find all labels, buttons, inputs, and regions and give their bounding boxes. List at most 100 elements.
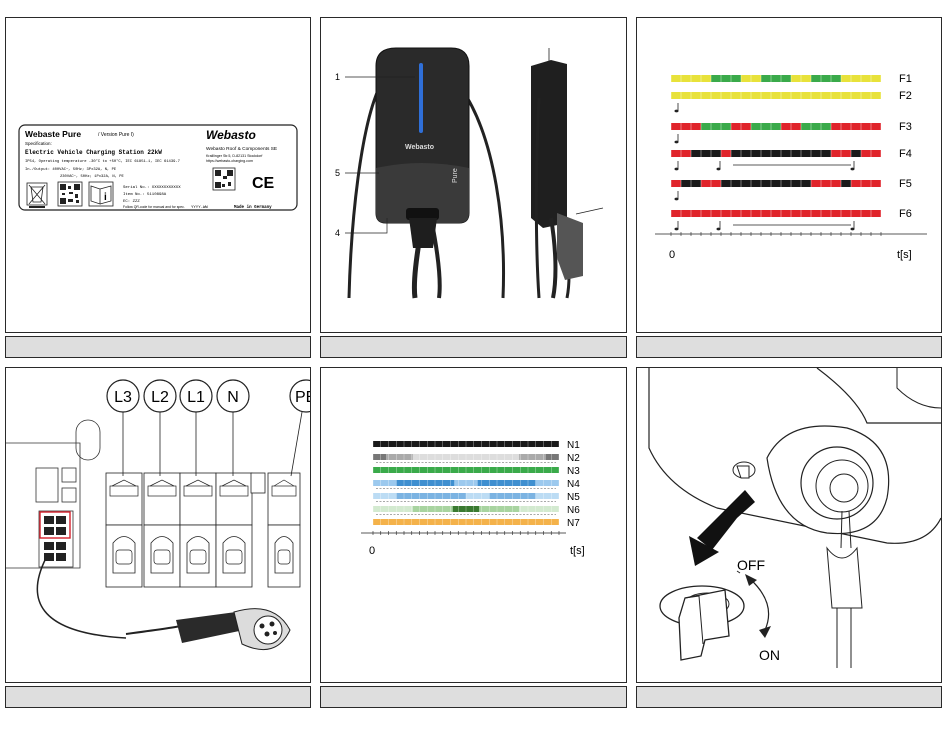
buzzer-note-icon (674, 103, 679, 113)
device-brand: Webasto (405, 144, 434, 151)
status-led-strip (419, 63, 423, 133)
switch-drawing: OFF ON (648, 368, 941, 668)
terminal-label-l2: L2 (143, 379, 177, 413)
label-product: Webaste Pure (25, 129, 81, 139)
row-label-f3: F3 (899, 121, 912, 133)
label-version: / Version Pure I) (98, 132, 134, 138)
label-footer: Follow QR-code for manual and for spec. (123, 205, 185, 209)
led-row-f4 (670, 150, 882, 157)
figure-panel-label-plate: Webaste Pure / Version Pure I) Webasto S… (5, 17, 311, 333)
svg-text:L1: L1 (187, 389, 205, 406)
led-row-f6 (670, 210, 882, 217)
label-title: Electric Vehicle Charging Station 22kW (25, 149, 162, 156)
small-terminal-block (44, 516, 66, 561)
terminal-block (215, 472, 253, 588)
label-company: Webasto Roof & Components SE (206, 146, 277, 152)
net-row-n2 (372, 454, 560, 463)
device-pure-text: Pure (452, 168, 459, 183)
svg-text:i: i (104, 192, 107, 203)
callout-5: 5 (335, 168, 340, 178)
figure-panel-device: Webasto Pure 1 5 4 (320, 17, 627, 333)
label-plate-drawing: Webaste Pure / Version Pure I) Webasto S… (18, 124, 298, 211)
label-brand-logo: Webasto (206, 128, 256, 142)
manual-book-icon: i (88, 181, 114, 207)
terminal-label-l1: L1 (179, 379, 213, 413)
switch-off-label: OFF (737, 557, 765, 573)
led-row-f5 (670, 180, 882, 187)
figure-panel-terminals: L3 L2 L1 N PE (5, 367, 311, 683)
led-row-f2 (670, 92, 882, 99)
caption-bar (636, 336, 942, 358)
buzzer-note-icon (674, 161, 679, 171)
row-label-n5: N5 (567, 492, 580, 503)
net-row-n6 (372, 506, 560, 515)
label-io-line1: In-/Output: 400VAC~, 50Hz; 3Px32A, N, PE (25, 167, 117, 172)
terminal-label-l3: L3 (106, 379, 140, 413)
caption-bar (320, 686, 627, 708)
buzzer-note-icon (850, 221, 855, 231)
callout-1: 1 (335, 72, 340, 82)
direction-arrow-icon (697, 490, 755, 550)
row-label-n2: N2 (567, 453, 580, 464)
svg-text:N: N (227, 389, 239, 406)
axis-origin-label: 0 (369, 545, 375, 557)
buzzer-note-icon (716, 221, 721, 231)
ce-mark: CE (252, 175, 275, 192)
caption-bar (5, 686, 311, 708)
row-label-n3: N3 (567, 466, 580, 477)
svg-text:L3: L3 (114, 389, 132, 406)
figure-panel-led-chart: 0 t[s] F1 F2 F3 F4 F5 F6 (636, 17, 942, 333)
qr-code-icon-right (212, 167, 236, 191)
label-serial: Serial No.: XXXXXXXXXXXX (123, 185, 181, 190)
socket-outlet (766, 425, 890, 668)
row-label-f1: F1 (899, 73, 912, 85)
caption-bar (5, 336, 311, 358)
net-row-n4 (372, 480, 560, 489)
svg-text:PE: PE (295, 389, 310, 406)
caption-bar (636, 686, 942, 708)
buzzer-note-icon (674, 134, 679, 144)
figure-panel-network-chart: 0 t[s] N1 N2 N3 N4 N5 N6 N7 (320, 367, 627, 683)
buzzer-note-icon (674, 191, 679, 201)
axis-xlabel: t[s] (570, 545, 585, 557)
net-row-n3 (372, 467, 560, 473)
label-date: YYYY-WW (191, 206, 208, 210)
led-row-f1 (670, 75, 882, 82)
terminal-block (179, 472, 217, 588)
buzzer-note-icon (850, 161, 855, 171)
terminal-block (105, 472, 143, 588)
net-row-n5 (372, 493, 560, 502)
net-row-n1 (372, 441, 560, 447)
main-terminal-blocks (105, 472, 301, 588)
label-address1: Kraillinger Str.5, D-82131 Stockdorf (206, 154, 262, 158)
caption-bar (320, 336, 627, 358)
label-spec-heading: Specification: (25, 141, 52, 146)
buzzer-note-icon (716, 161, 721, 171)
key-switch-knob (659, 585, 745, 661)
led-chart: 0 t[s] F1 F2 F3 F4 F5 F6 (655, 73, 927, 261)
rotate-arc-off (748, 577, 770, 631)
row-label-n7: N7 (567, 518, 580, 529)
label-ip-line: IP54, Operating temperature -30°C to +50… (25, 159, 180, 164)
row-label-f4: F4 (899, 148, 912, 160)
label-item-no: Item No.: 5110898A (123, 193, 167, 197)
network-chart: 0 t[s] N1 N2 N3 N4 N5 N6 N7 (361, 440, 585, 557)
row-label-f2: F2 (899, 90, 912, 102)
terminal-drawing: L3 L2 L1 N PE (6, 379, 310, 651)
axis-origin-label: 0 (669, 249, 675, 261)
figure-panel-switch: OFF ON (636, 367, 942, 683)
row-label-n1: N1 (567, 440, 580, 451)
qr-code-icon (57, 181, 83, 207)
buzzer-note-icon (674, 221, 679, 231)
switch-on-label: ON (759, 647, 780, 663)
net-row-n7 (372, 519, 560, 525)
callout-4: 4 (335, 228, 340, 238)
label-address2: https://webasto-charging.com (206, 159, 253, 163)
label-io-line2: 230VAC~, 50Hz; 1Px32A, N, PE (60, 175, 125, 179)
row-label-f6: F6 (899, 208, 912, 220)
led-row-f3 (670, 123, 882, 130)
highlight-connector (39, 511, 71, 539)
label-made-in: Made in Germany (234, 205, 272, 210)
svg-text:L2: L2 (151, 389, 169, 406)
row-label-n4: N4 (567, 479, 580, 490)
